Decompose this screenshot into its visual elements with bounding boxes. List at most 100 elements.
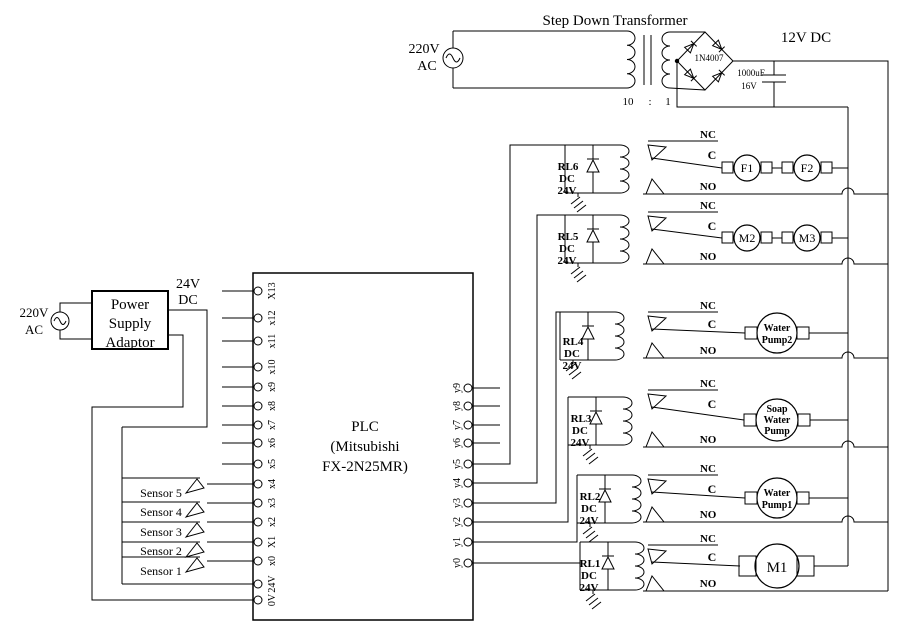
no-wire	[643, 515, 888, 523]
pin-label-y7: y7	[452, 420, 463, 430]
contact-no-icon	[645, 248, 666, 265]
relay-voltage: 24V	[558, 185, 577, 197]
dc-rails: 12V DC	[676, 30, 889, 591]
contact-no-icon	[645, 178, 666, 195]
pin-label-x12: x12	[267, 311, 278, 326]
capacitor-voltage: 16V	[741, 81, 757, 91]
no-label: NO	[700, 578, 717, 590]
pin-label-0v: 0V	[267, 593, 278, 606]
capacitor-value: 1000uF	[737, 68, 765, 78]
ground-icon	[570, 193, 587, 213]
terminal	[744, 491, 758, 505]
terminal	[743, 413, 757, 427]
pin-label-y0: y0	[452, 558, 463, 568]
load-label: F2	[801, 161, 814, 175]
load-label: Water	[764, 323, 791, 334]
no-label: NO	[700, 181, 717, 193]
nc-label: NC	[700, 378, 716, 390]
psu-out-type: DC	[178, 293, 197, 308]
bridge-rectifier: 1N4007	[669, 31, 734, 91]
terminal	[820, 231, 833, 244]
flyback-diode-icon	[598, 475, 612, 523]
contact-row-rl3: NC C Soap Water Pump NO	[643, 378, 888, 448]
psu-label-3: Adaptor	[105, 335, 154, 351]
pin-label-x6: x6	[267, 438, 278, 448]
wire-y1-rl2	[472, 475, 578, 543]
pin-label-x13: X13	[267, 282, 278, 299]
ground-icon	[585, 590, 602, 610]
relay-rl6: RL6 DC 24V	[558, 144, 630, 213]
switch-blade-icon	[184, 557, 205, 573]
pin-label-y6: y6	[452, 438, 463, 448]
contact-no-icon	[645, 575, 666, 592]
load-label: Pump	[764, 426, 790, 437]
contact-no-icon	[645, 431, 666, 448]
ratio-colon: :	[648, 96, 651, 108]
sensor-switch-3: Sensor 3	[122, 521, 205, 539]
pin-label-y4: y4	[452, 478, 463, 488]
psu-out-0v-wire	[91, 334, 254, 601]
pin-label-x10: x10	[267, 360, 278, 375]
diode-icon	[683, 40, 698, 54]
psu-label-1: Power	[111, 297, 149, 313]
c-label: C	[708, 148, 717, 162]
coil-icon	[634, 541, 645, 591]
ac-source-top: 220V AC	[408, 31, 464, 88]
relay-rl2: RL2 DC 24V	[576, 474, 642, 543]
load-label: M3	[799, 231, 816, 245]
nc-label: NC	[700, 300, 716, 312]
terminal	[760, 161, 773, 174]
terminal	[744, 326, 758, 340]
sensor-label: Sensor 5	[140, 486, 182, 500]
coil-icon	[631, 474, 642, 524]
load-label: Pump2	[762, 335, 793, 346]
relay-name: RL1	[580, 558, 601, 570]
ground-icon	[565, 360, 582, 380]
flyback-diode-icon	[581, 312, 595, 360]
contact-row-rl2: NC C Water Pump1 NO	[643, 463, 888, 523]
secondary-coil-icon	[661, 31, 671, 89]
terminal	[781, 161, 794, 174]
relay-name: RL4	[563, 336, 584, 348]
relay-name: RL3	[571, 413, 592, 425]
relay-voltage: 24V	[563, 360, 582, 372]
pin-label-x11: x11	[267, 334, 278, 349]
load-label: F1	[741, 161, 754, 175]
psu-section: 220V AC Power Supply Adaptor 24V DC	[20, 277, 254, 601]
sensor-label: Sensor 3	[140, 525, 182, 539]
diode-icon	[683, 68, 698, 82]
sensor-label: Sensor 2	[140, 544, 182, 558]
load-f2	[793, 154, 821, 182]
c-label: C	[708, 317, 717, 331]
switch-blade-icon	[184, 542, 205, 558]
output-wiring	[472, 144, 580, 564]
pin-label-y9: y9	[452, 383, 463, 393]
bridge-diamond	[676, 31, 734, 91]
terminal	[820, 161, 833, 174]
relay-type: DC	[572, 425, 588, 437]
relay-voltage: 24V	[580, 582, 599, 594]
relay-voltage: 24V	[571, 437, 590, 449]
contact-no-icon	[645, 506, 666, 523]
contact-arm-icon	[647, 548, 668, 565]
ratio-secondary: 1	[665, 96, 671, 108]
plc-box	[252, 272, 474, 621]
coil-icon	[619, 144, 630, 194]
contact-arm-icon	[647, 478, 668, 495]
contact-arm-icon	[647, 215, 668, 232]
terminal	[781, 231, 794, 244]
flyback-diode-icon	[589, 397, 603, 445]
load-label: M2	[739, 231, 756, 245]
sensor-label: Sensor 1	[140, 564, 182, 578]
ac-left-voltage: 220V	[20, 305, 50, 320]
c-label: C	[708, 219, 717, 233]
terminal	[796, 491, 810, 505]
ac-left-type: AC	[25, 322, 43, 337]
relay-type: DC	[581, 503, 597, 515]
pin-label-x3: x3	[267, 498, 278, 508]
c-label: C	[708, 397, 717, 411]
relay-rl3: RL3 DC 24V	[567, 396, 633, 465]
switch-blade-icon	[184, 502, 205, 518]
ground-icon	[582, 445, 599, 465]
